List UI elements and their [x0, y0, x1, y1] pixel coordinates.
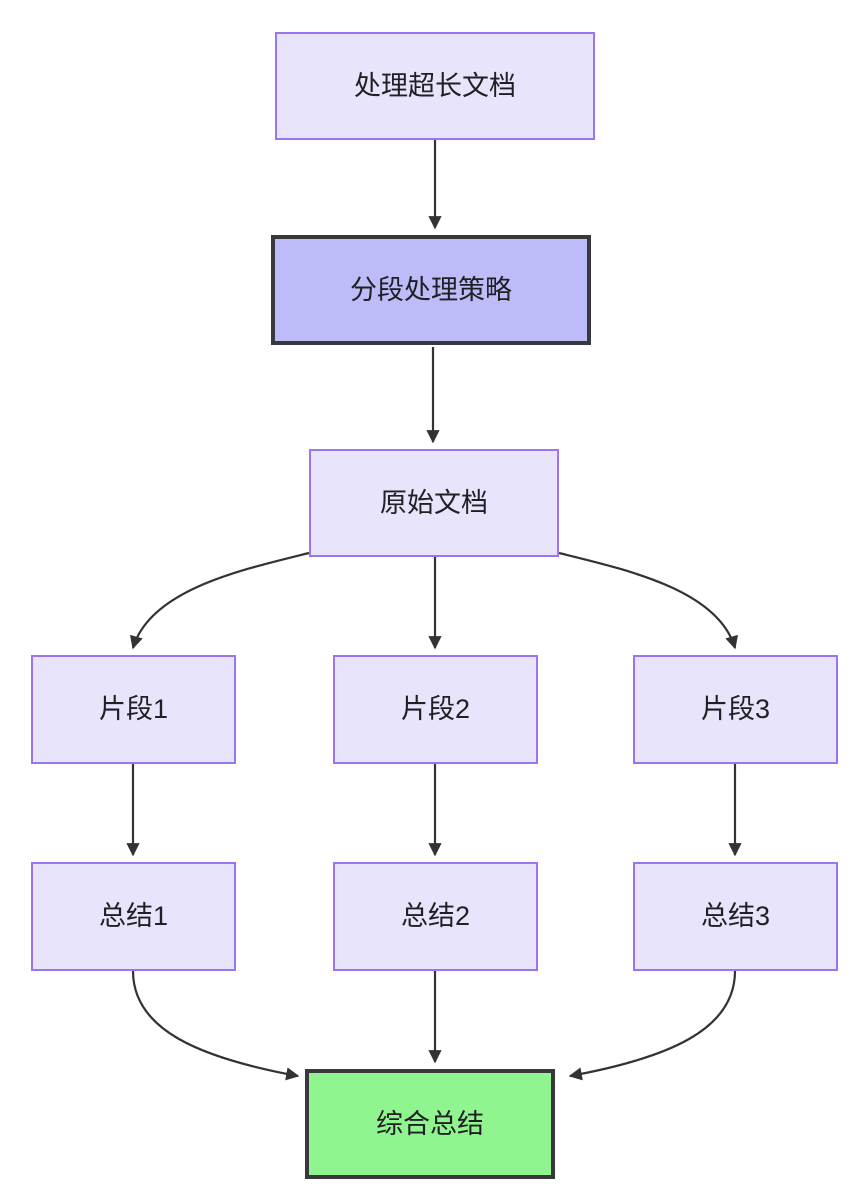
node-fragment-2[interactable]: 片段2	[333, 655, 538, 764]
node-process-long-document[interactable]: 处理超长文档	[275, 32, 595, 140]
node-label: 原始文档	[380, 487, 488, 518]
node-comprehensive-summary[interactable]: 综合总结	[305, 1069, 555, 1179]
node-summary-3[interactable]: 总结3	[633, 862, 838, 971]
node-summary-2[interactable]: 总结2	[333, 862, 538, 971]
node-original-document[interactable]: 原始文档	[309, 449, 559, 557]
edge-sum1-to-final	[131, 970, 300, 1081]
edge-origin-to-frag3	[558, 551, 738, 650]
node-summary-1[interactable]: 总结1	[31, 862, 236, 971]
node-label: 综合总结	[376, 1108, 484, 1139]
node-label: 总结1	[98, 901, 169, 932]
node-fragment-1[interactable]: 片段1	[31, 655, 236, 764]
edge-sum3-to-final	[568, 970, 737, 1081]
node-label: 总结3	[700, 901, 771, 932]
node-label: 片段1	[98, 694, 169, 725]
node-fragment-3[interactable]: 片段3	[633, 655, 838, 764]
node-label: 片段3	[700, 694, 771, 725]
node-label: 处理超长文档	[354, 70, 516, 101]
node-label: 分段处理策略	[350, 274, 512, 305]
node-label: 片段2	[400, 694, 471, 725]
node-label: 总结2	[400, 901, 471, 932]
edge-origin-to-frag1	[130, 551, 310, 650]
node-segmented-processing-strategy[interactable]: 分段处理策略	[271, 235, 591, 345]
